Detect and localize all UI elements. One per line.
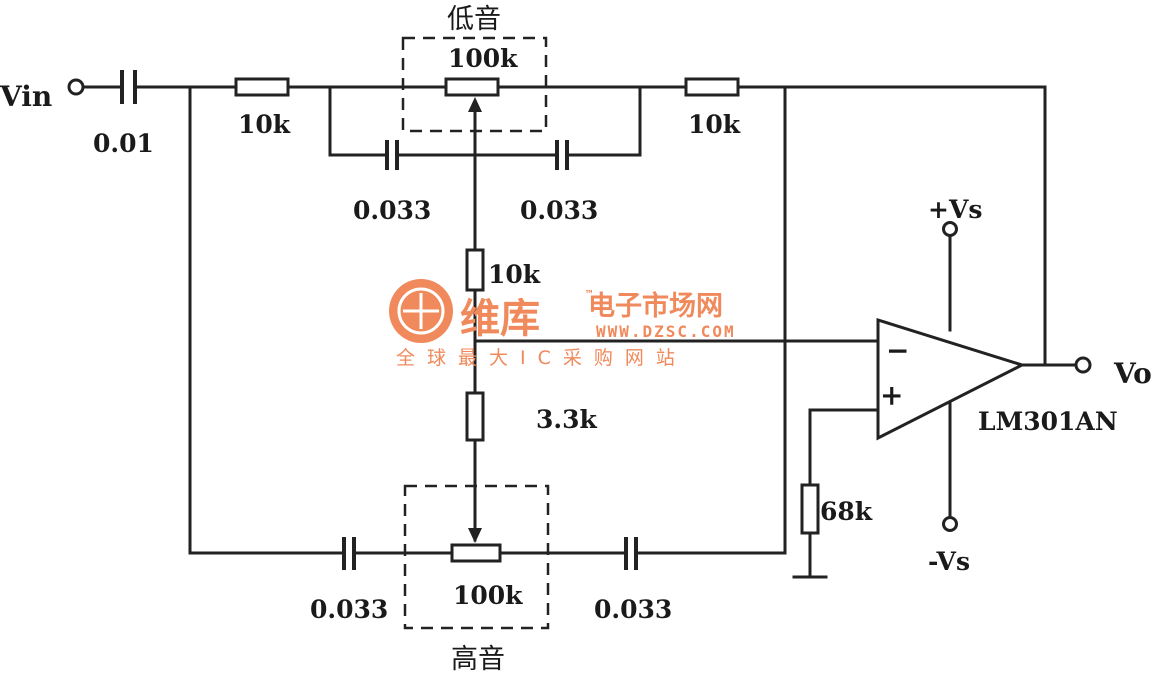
watermark-logo-icon xyxy=(389,279,453,343)
vs-minus-label: -Vs xyxy=(928,547,970,576)
r-left-label: 10k xyxy=(238,110,291,139)
resistor-3k3 xyxy=(465,391,485,442)
watermark-brand-suffix: 电子市场网 xyxy=(588,290,723,322)
c-treble-left-label: 0.033 xyxy=(310,595,388,624)
capacitor-c-in xyxy=(120,70,137,104)
vs-plus-label: +Vs xyxy=(928,195,982,224)
watermark: 维库 电子市场网 ™ WWW.DZSC.COM 全球最大IC采购网站 xyxy=(389,279,736,369)
vs-minus-terminal xyxy=(942,516,958,532)
vs-plus-terminal xyxy=(942,221,958,237)
resistor-right-10k xyxy=(684,77,740,97)
resistor-68k xyxy=(800,483,820,535)
watermark-slogan: 全球最大IC采购网站 xyxy=(396,347,687,369)
vo-terminal xyxy=(1074,356,1092,374)
treble-pot-box xyxy=(403,484,550,630)
potentiometer-bass xyxy=(444,77,500,130)
bass-label: 低音 xyxy=(447,4,501,35)
c-treble-right-label: 0.033 xyxy=(594,595,672,624)
treble-label: 高音 xyxy=(451,644,505,673)
capacitor-bass-right xyxy=(555,140,569,170)
capacitor-treble-right xyxy=(624,537,638,570)
vin-label: Vin xyxy=(0,80,52,113)
c-in-label: 0.01 xyxy=(93,129,154,158)
opamp-minus-symbol: − xyxy=(886,334,909,367)
watermark-tm: ™ xyxy=(586,288,595,301)
resistor-left-10k xyxy=(234,77,290,97)
watermark-url: WWW.DZSC.COM xyxy=(596,322,736,341)
r-33-label: 3.3k xyxy=(536,405,597,434)
c-bass-left-label: 0.033 xyxy=(353,196,431,225)
capacitor-treble-left xyxy=(342,537,356,570)
pot-treble-label: 100k xyxy=(453,581,523,610)
bass-pot-box xyxy=(401,36,548,133)
capacitor-bass-left xyxy=(385,140,399,170)
opamp-label: LM301AN xyxy=(978,407,1118,436)
vo-label: Vo xyxy=(1113,357,1152,390)
vin-terminal xyxy=(67,78,85,96)
watermark-brand: 维库 xyxy=(460,296,540,342)
potentiometer-treble xyxy=(450,528,502,563)
opamp-plus-symbol: + xyxy=(880,379,903,412)
r-mid-label: 10k xyxy=(488,260,541,289)
resistor-mid-10k xyxy=(465,248,485,292)
r-68-label: 68k xyxy=(820,497,873,526)
wires xyxy=(83,85,1077,579)
r-right-label: 10k xyxy=(688,110,741,139)
pot-bass-label: 100k xyxy=(448,44,518,73)
opamp-lm301an xyxy=(876,317,1026,441)
c-bass-right-label: 0.033 xyxy=(520,196,598,225)
